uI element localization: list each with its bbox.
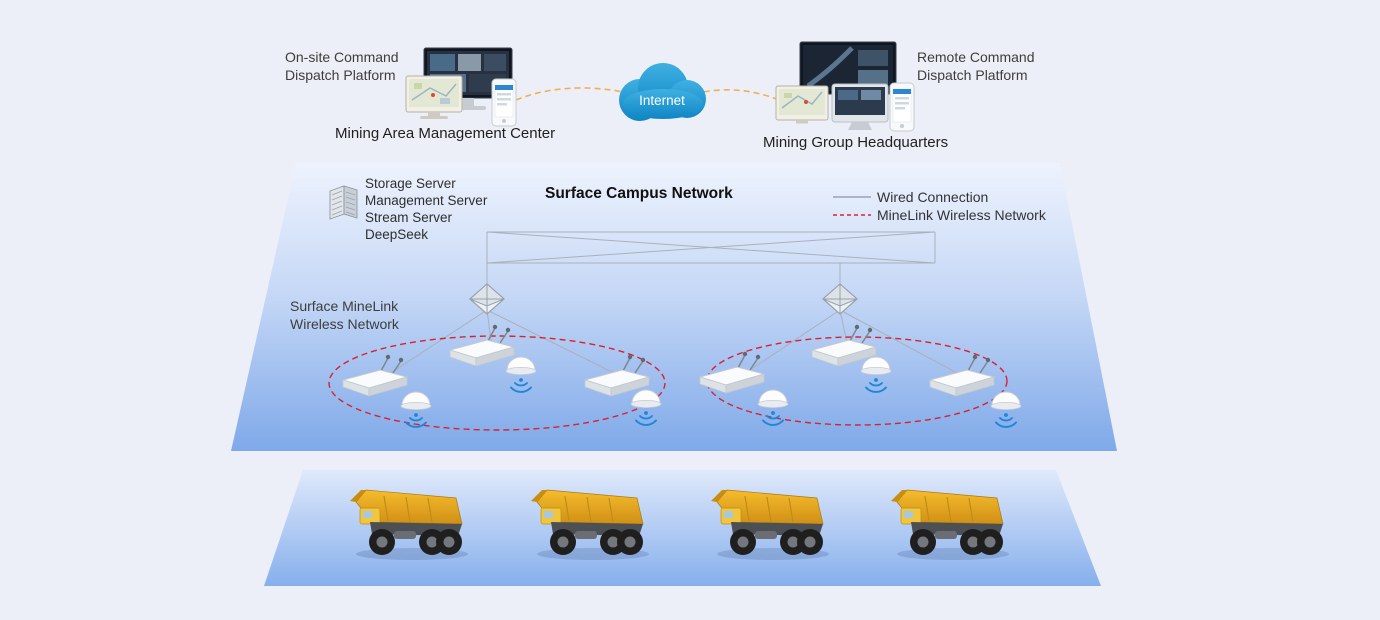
server-label-stream: Stream Server: [365, 210, 453, 225]
monitor-icon: [799, 41, 897, 100]
phone-icon: [889, 82, 915, 132]
wireless-coverage-right: [706, 336, 1008, 426]
internet-label: Internet: [639, 93, 685, 108]
legend-wired-label: Wired Connection: [877, 189, 988, 205]
internet-cloud-icon: Internet: [619, 63, 706, 121]
mining-area-management-center-label: Mining Area Management Center: [335, 125, 555, 142]
map-monitor-icon: [775, 85, 829, 124]
server-stack-icon: [329, 185, 358, 220]
vehicle-plane: [264, 470, 1101, 586]
surface-minelink-label-line2: Wireless Network: [290, 316, 400, 332]
wireless-coverage-left: [328, 335, 666, 431]
onsite-platform-label-line2: Dispatch Platform: [285, 67, 395, 83]
legend: Wired Connection MineLink Wireless Netwo…: [833, 189, 1047, 223]
surface-minelink-label-line1: Surface MineLink: [290, 298, 399, 314]
remote-workstation: [775, 41, 915, 132]
desktop-monitor-icon: [831, 83, 889, 130]
mining-group-headquarters-label: Mining Group Headquarters: [763, 134, 948, 151]
remote-platform-label-line1: Remote Command: [917, 49, 1035, 65]
onsite-workstation: [405, 47, 517, 127]
server-label-management: Management Server: [365, 193, 488, 208]
core-network-links: [486, 231, 936, 284]
surface-campus-network-title: Surface Campus Network: [545, 185, 733, 202]
internet-link-left: [515, 87, 633, 101]
remote-platform-label-line2: Dispatch Platform: [917, 67, 1027, 83]
map-monitor-icon: [405, 75, 463, 119]
phone-icon: [491, 78, 517, 127]
server-label-deepseek: DeepSeek: [365, 227, 428, 242]
onsite-platform-label-line1: On-site Command: [285, 49, 399, 65]
server-label-storage: Storage Server: [365, 176, 456, 191]
legend-wireless-label: MineLink Wireless Network: [877, 207, 1047, 223]
internet-link-right: [693, 89, 785, 103]
